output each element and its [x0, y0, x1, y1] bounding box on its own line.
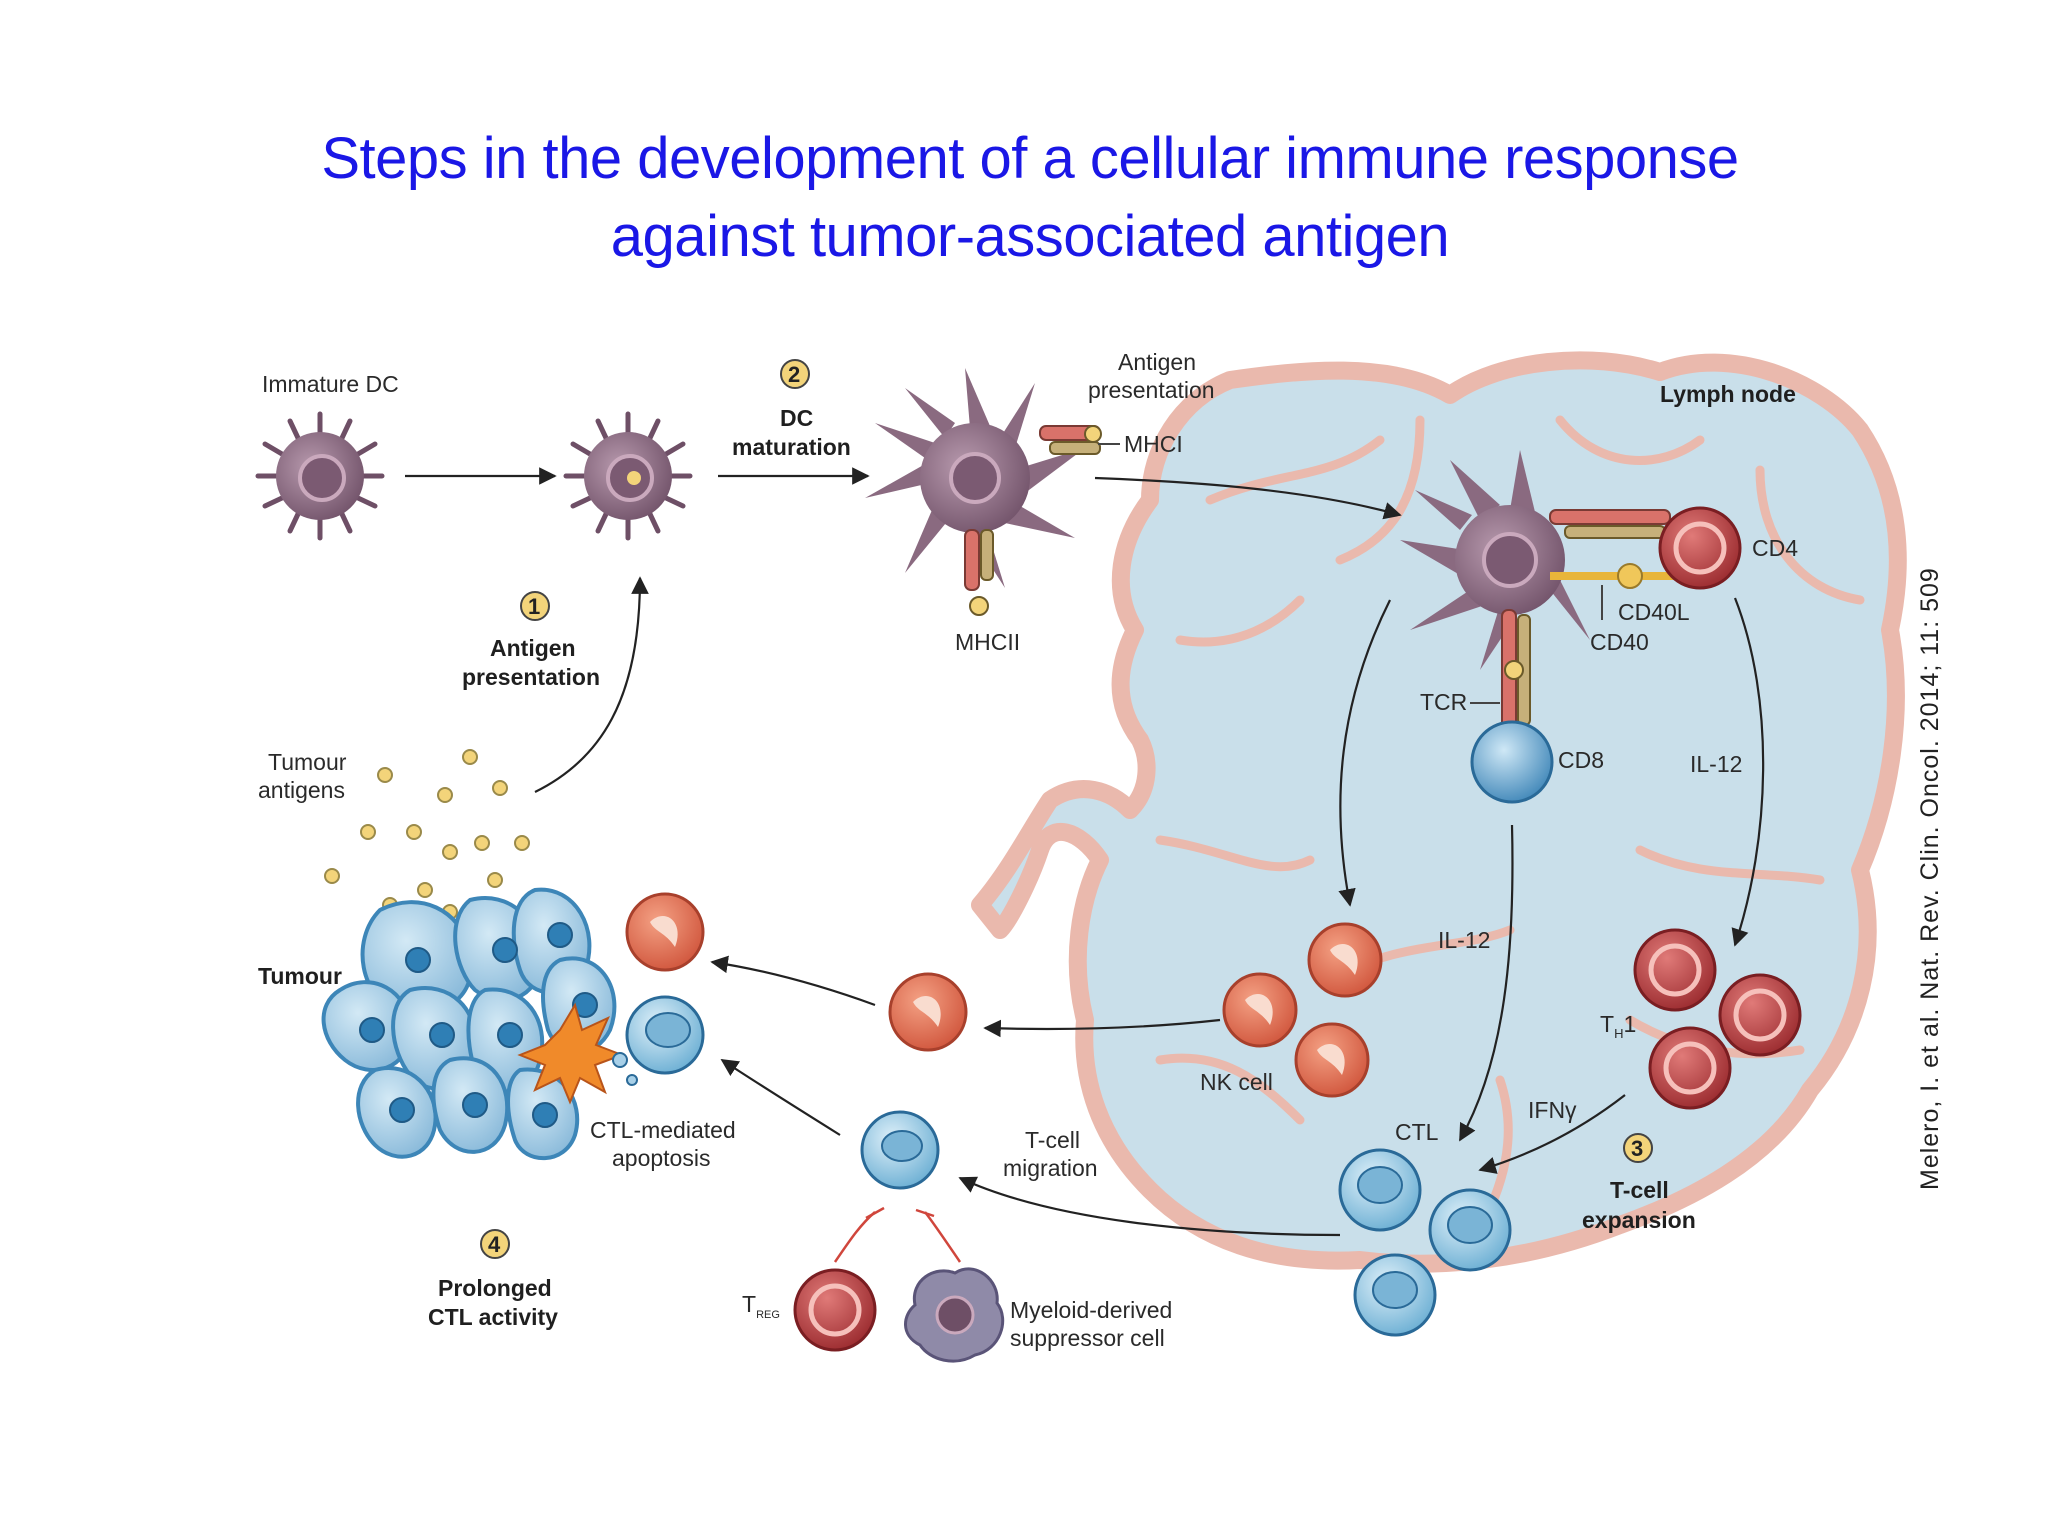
th1-label: TH1: [1600, 1011, 1636, 1041]
cd40-label: CD40: [1590, 629, 1649, 655]
mature-dc: [865, 368, 1102, 616]
mhci-label: MHCI: [1124, 431, 1183, 457]
cd40-cd40l-complex: [1550, 563, 1720, 589]
immature-dc-label: Immature DC: [262, 371, 399, 397]
tumour-antigens-label-line2: antigens: [258, 777, 345, 803]
step3-label-line2: expansion: [1582, 1207, 1696, 1233]
step4-label-line2: CTL activity: [428, 1304, 558, 1330]
cd8-tcr-complex: [1501, 609, 1531, 741]
step2-number: 2: [788, 362, 800, 387]
th1-cells: [1633, 928, 1802, 1110]
ctl-apoptosis-label-line1: CTL-mediated: [590, 1117, 736, 1143]
lymph-node-dc: [1400, 450, 1720, 741]
lymph-node: Lymph node: [971, 351, 1907, 1273]
cd4-label: CD4: [1752, 535, 1798, 561]
tcr-label: TCR: [1420, 689, 1467, 715]
step3-number: 3: [1631, 1136, 1643, 1161]
cd4-tcr-complex: [1549, 509, 1671, 539]
step2-label-line2: maturation: [732, 434, 851, 460]
step1-label-line2: presentation: [462, 664, 600, 690]
step1-label-line1: Antigen: [490, 635, 576, 661]
step3-label-line1: T-cell: [1610, 1177, 1669, 1203]
ifng-label: IFNγ: [1528, 1097, 1577, 1123]
antigen-presentation-top-line2: presentation: [1088, 377, 1215, 403]
ctl-label: CTL: [1395, 1119, 1439, 1145]
tcell-migration-label-line2: migration: [1003, 1155, 1098, 1181]
step4-label-line1: Prolonged: [438, 1275, 552, 1301]
suppression-lines: [833, 1206, 962, 1263]
nk-cell-label: NK cell: [1200, 1069, 1273, 1095]
step4-number: 4: [488, 1232, 501, 1257]
step1-number: 1: [528, 594, 540, 619]
dying-tumour-cell: [612, 995, 705, 1086]
mdsc-label-line2: suppressor cell: [1010, 1325, 1165, 1351]
migrating-ctl: [860, 1110, 940, 1190]
migrating-nk-cell: [888, 972, 968, 1052]
page-title: Steps in the development of a cellular i…: [0, 120, 2048, 276]
tumour-label: Tumour: [258, 963, 342, 989]
antigen-loaded-dc: [563, 411, 693, 541]
ctl-apoptosis-label-line2: apoptosis: [612, 1145, 710, 1171]
cd40l-label: CD40L: [1618, 599, 1690, 625]
tumour-antigens-label-line1: Tumour: [268, 749, 347, 775]
citation: Melero, I. et al. Nat. Rev. Clin. Oncol.…: [1916, 567, 1944, 1190]
lymph-node-label: Lymph node: [1660, 381, 1796, 407]
mhcii-complex: [964, 529, 994, 616]
nk-cell-at-tumour: [625, 892, 705, 972]
title-line-1: Steps in the development of a cellular i…: [321, 126, 1739, 191]
il12-right-label: IL-12: [1690, 751, 1742, 777]
cd8-label: CD8: [1558, 747, 1604, 773]
il12-center-label: IL-12: [1438, 927, 1490, 953]
step2-label-line1: DC: [780, 405, 813, 431]
treg-label: TREG: [742, 1291, 780, 1321]
cd4-cell: [1658, 506, 1742, 590]
treg-cell: [793, 1268, 877, 1352]
tumour-mass: [321, 887, 625, 1161]
antigen-presentation-top-line1: Antigen: [1118, 349, 1196, 375]
tcell-migration-label-line1: T-cell: [1025, 1127, 1080, 1153]
cd8-cell: [1470, 720, 1554, 804]
mdsc-cell: [904, 1267, 1005, 1363]
mhcii-label: MHCII: [955, 629, 1020, 655]
tumour-antigen-dots: [324, 749, 530, 920]
mdsc-label-line1: Myeloid-derived: [1010, 1297, 1172, 1323]
immature-dc: [255, 411, 385, 541]
ctl-cells: [1338, 1148, 1512, 1337]
nk-cells: [1222, 922, 1383, 1098]
title-line-2: against tumor-associated antigen: [610, 204, 1450, 269]
